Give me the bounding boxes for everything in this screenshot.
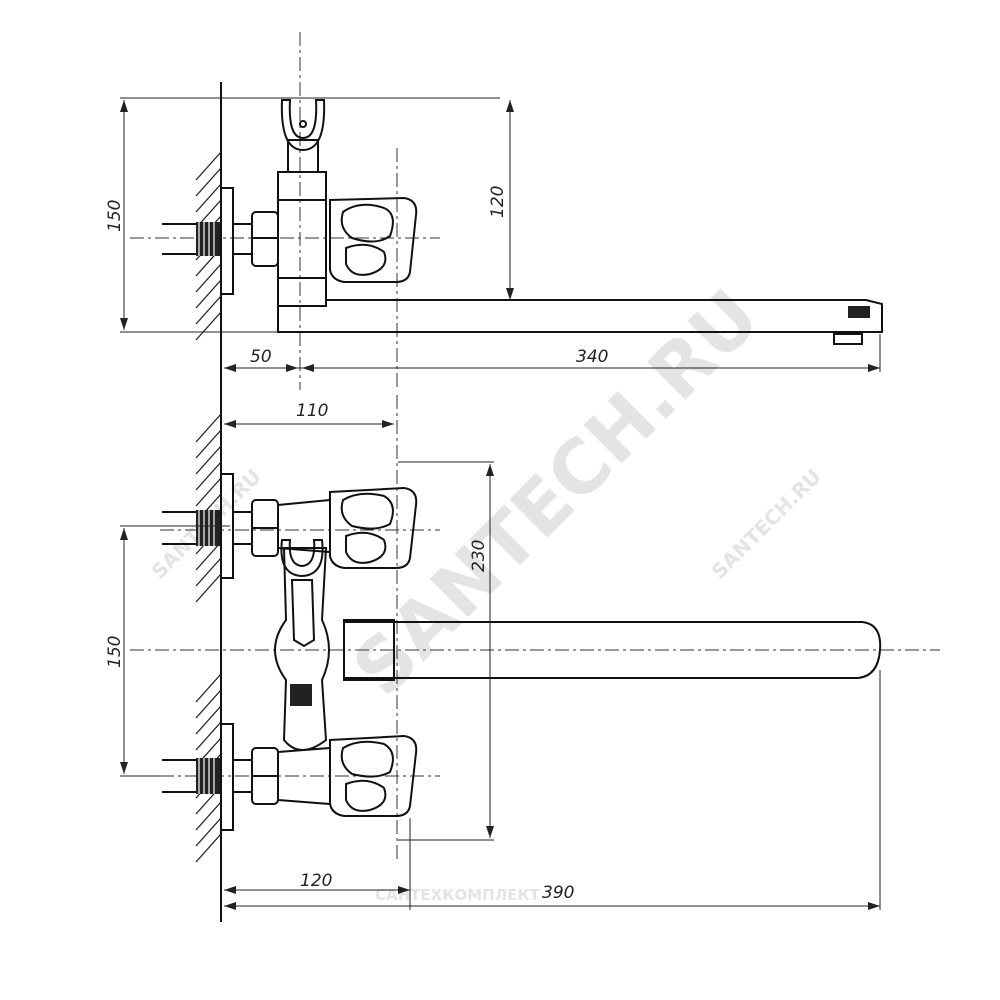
shower-outlet-thread xyxy=(290,684,312,706)
thread-pipe xyxy=(162,222,221,256)
aerator xyxy=(833,333,863,345)
thread-pipe xyxy=(162,510,221,546)
watermark-small-right: SANTECH.RU xyxy=(707,464,826,583)
wall-flange xyxy=(220,187,234,295)
mixer-body xyxy=(277,171,327,307)
top-view: 150 120 50 340 xyxy=(105,32,883,390)
dimension-lines xyxy=(120,97,881,372)
watermark-main: SANTECH.RU xyxy=(337,274,776,713)
faucet-handle-icon xyxy=(329,196,418,283)
dim-top-height-120: 120 xyxy=(488,186,508,218)
thread-pipe xyxy=(162,758,221,794)
dimension-lines xyxy=(120,420,881,910)
mixer-body xyxy=(274,547,330,751)
dim-front-wall-120: 120 xyxy=(300,871,332,891)
dim-front-handle-110: 110 xyxy=(296,401,328,421)
spout xyxy=(343,621,882,679)
shower-holder-icon xyxy=(280,99,326,173)
faucet-handle-icon xyxy=(329,734,418,817)
dim-top-wall-50: 50 xyxy=(250,347,272,367)
dim-top-spout-340: 340 xyxy=(576,347,608,367)
dim-front-height-150: 150 xyxy=(105,636,125,668)
dim-top-height-150: 150 xyxy=(105,200,125,232)
dim-front-spout-390: 390 xyxy=(542,883,574,903)
front-view: 110 150 230 120 390 xyxy=(105,395,940,910)
wall-flange xyxy=(220,723,234,831)
dim-front-span-230: 230 xyxy=(469,540,489,572)
watermark-brand: САНТЕХКОМПЛЕКТ xyxy=(375,886,541,904)
spout xyxy=(277,299,883,333)
shower-holder-icon xyxy=(280,539,324,706)
faucet-handle-icon xyxy=(329,486,418,569)
